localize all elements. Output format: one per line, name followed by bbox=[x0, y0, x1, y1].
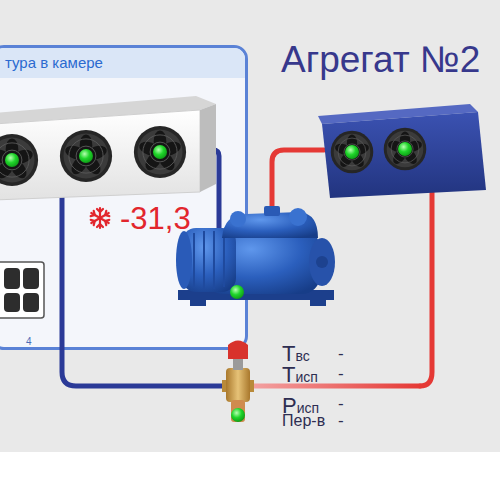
sensor-value: - bbox=[338, 343, 344, 365]
sensor-value-box: - bbox=[338, 343, 344, 365]
compressor bbox=[309, 238, 335, 286]
compressor bbox=[230, 211, 246, 227]
snowflake-icon bbox=[91, 218, 97, 225]
snowflake-icon bbox=[104, 218, 110, 225]
evaporator bbox=[134, 126, 186, 178]
compressor bbox=[213, 231, 215, 289]
condenser bbox=[384, 128, 427, 171]
sensor-value: - bbox=[338, 363, 344, 385]
expansion-valve bbox=[226, 368, 250, 402]
compressor bbox=[193, 233, 195, 287]
evaporator bbox=[79, 149, 93, 163]
snowflake-icon bbox=[91, 211, 97, 218]
device-number: 4 bbox=[26, 336, 32, 348]
controller-device bbox=[0, 262, 44, 318]
compressor bbox=[230, 285, 244, 299]
sensor-name: Тисп bbox=[282, 364, 318, 388]
evaporator bbox=[0, 134, 38, 186]
panel-heading: тура в камере bbox=[0, 48, 245, 78]
controller-device bbox=[4, 268, 20, 289]
unit-title: Агрегат №2 bbox=[281, 41, 480, 78]
compressor bbox=[264, 206, 280, 216]
controller-device bbox=[23, 293, 39, 312]
condenser bbox=[398, 142, 412, 156]
condenser bbox=[331, 131, 374, 174]
temperature-value-box: -31,3 bbox=[120, 203, 191, 234]
condenser bbox=[345, 145, 359, 159]
sensor-name-box: Пер-в bbox=[282, 412, 325, 430]
discharge-pipe bbox=[420, 190, 432, 386]
compressor bbox=[223, 233, 225, 287]
controller-device bbox=[4, 293, 20, 312]
evaporator bbox=[5, 153, 19, 167]
title-box: Агрегат №2 bbox=[281, 41, 480, 78]
condenser bbox=[322, 112, 486, 198]
evaporator bbox=[200, 104, 216, 192]
expansion-valve bbox=[231, 408, 245, 422]
evaporator bbox=[153, 145, 167, 159]
controller-device bbox=[23, 268, 39, 289]
controller-device bbox=[0, 262, 44, 318]
expansion-valve bbox=[228, 341, 248, 360]
compressor bbox=[176, 206, 335, 306]
compressor bbox=[194, 231, 224, 289]
snowflake-icon bbox=[91, 208, 110, 228]
compressor bbox=[316, 256, 328, 268]
discharge-pipe bbox=[272, 150, 324, 214]
snowflake-icon bbox=[104, 211, 110, 218]
expansion-valve bbox=[222, 341, 254, 423]
discharge-pipe bbox=[250, 384, 420, 389]
snowflake-icon bbox=[97, 209, 103, 212]
evaporator bbox=[0, 96, 216, 200]
sensor-value-box: - bbox=[338, 363, 344, 385]
sensor-value: - bbox=[338, 410, 344, 432]
device-number-box: 4 bbox=[26, 331, 32, 349]
compressor bbox=[289, 208, 307, 226]
condenser bbox=[318, 104, 486, 198]
compressor bbox=[176, 231, 192, 289]
compressor bbox=[203, 231, 205, 289]
evaporator bbox=[60, 130, 112, 182]
sensor-name-box: Тисп bbox=[282, 364, 318, 388]
snowflake-icon bbox=[97, 224, 103, 227]
sensor-value-box: - bbox=[338, 410, 344, 432]
sensor-name: Пер-в bbox=[282, 412, 325, 430]
temperature-value: -31,3 bbox=[120, 203, 191, 234]
expansion-valve bbox=[231, 400, 245, 422]
